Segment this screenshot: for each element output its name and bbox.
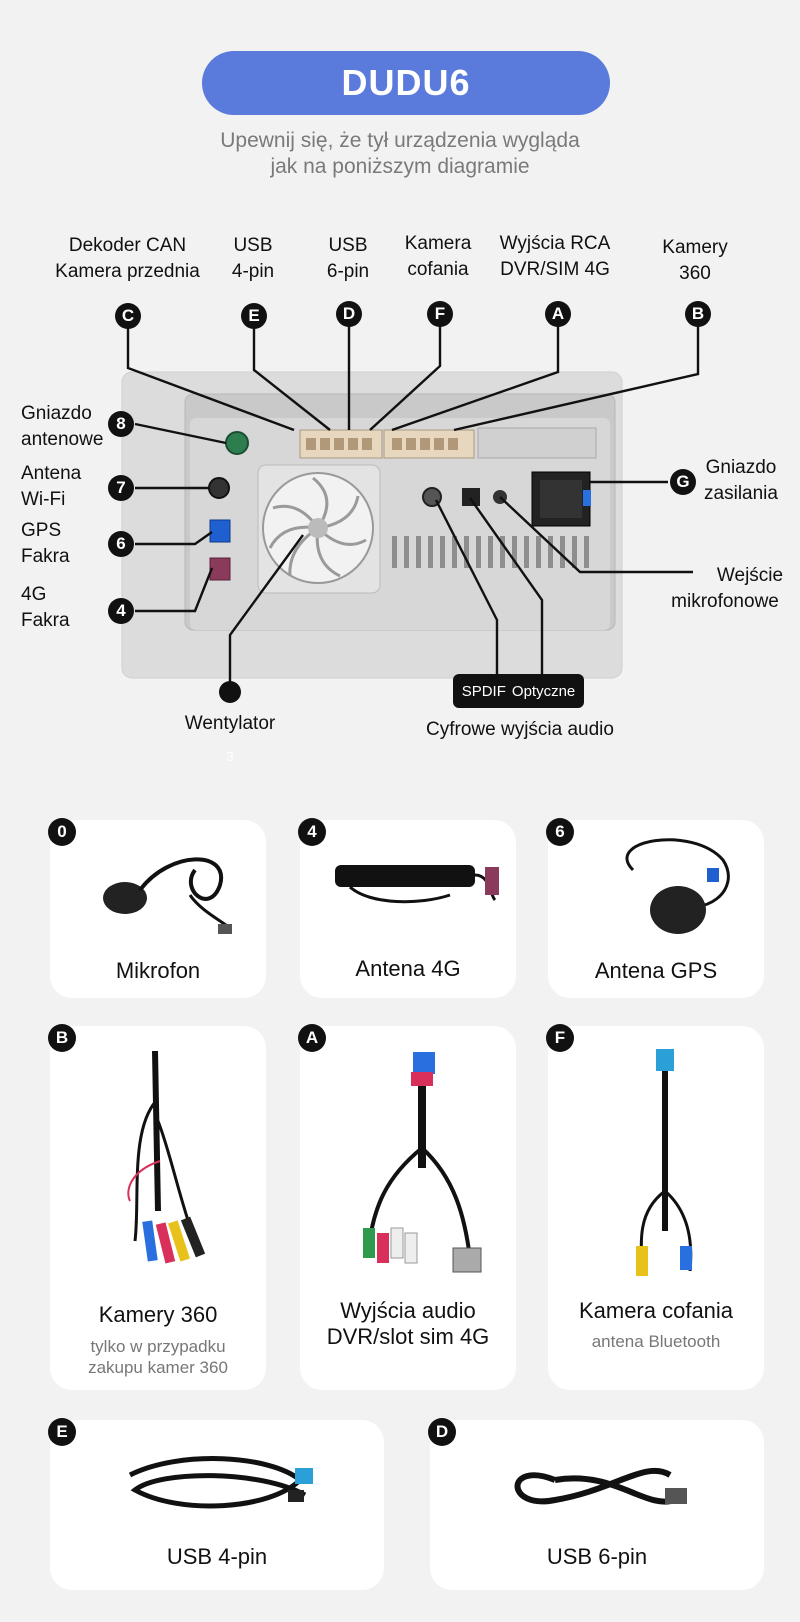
card-4g-antenna: 4 Antena 4G — [298, 818, 516, 998]
badge-b: B — [685, 301, 711, 327]
usb-4pin-cable-icon — [128, 1456, 313, 1509]
badge-g: G — [670, 469, 696, 495]
badge-f: F — [427, 301, 453, 327]
optical-label: Optyczne — [511, 682, 576, 700]
page-subtitle: Upewnij się, że tył urządzenia wygląda j… — [220, 129, 580, 178]
fan-number: 3 — [226, 749, 234, 764]
card-badge: 4 — [298, 818, 326, 846]
badge-8: 8 — [108, 411, 134, 437]
badge-d: D — [336, 301, 362, 327]
card-rear-camera: F Kamera cofania antena Bluetooth — [546, 1024, 764, 1390]
antenna-4g-icon — [335, 865, 499, 904]
card-usb-4pin: E USB 4-pin — [48, 1418, 384, 1590]
microphone-icon — [103, 857, 232, 934]
badge-c: C — [115, 303, 141, 329]
card-usb-6pin: D USB 6-pin — [428, 1418, 764, 1590]
card-microphone: 0 Mikrofon — [48, 818, 266, 998]
card-badge: F — [546, 1024, 574, 1052]
card-gps-antenna: 6 Antena GPS — [546, 818, 764, 998]
harness-360-icon — [127, 1050, 206, 1264]
label-fan: Wentylator — [184, 713, 276, 734]
card-badge: 6 — [546, 818, 574, 846]
card-badge: B — [48, 1024, 76, 1052]
card-badge: E — [48, 1418, 76, 1446]
page-title: DUDU6 — [202, 51, 610, 115]
rca-harness-icon — [363, 1052, 482, 1273]
badge-6: 6 — [108, 531, 134, 557]
card-audio-outputs: A Wyjścia audio DVR/slot sim 4G — [298, 1024, 516, 1390]
rear-camera-harness-icon — [636, 1049, 693, 1276]
badge-a: A — [545, 301, 571, 327]
badge-7: 7 — [108, 475, 134, 501]
badge-4: 4 — [108, 598, 134, 624]
card-cameras-360: B Kamery 360 tylko w przypadku zakupu ka… — [48, 1024, 266, 1390]
spdif-optical-box: SPDIF Optyczne — [453, 674, 584, 708]
card-badge: 0 — [48, 818, 76, 846]
card-badge: D — [428, 1418, 456, 1446]
label-digital-audio: Cyfrowe wyjścia audio — [426, 719, 614, 740]
gps-antenna-icon — [625, 838, 730, 934]
spdif-label: SPDIF — [461, 682, 506, 700]
card-badge: A — [298, 1024, 326, 1052]
usb-6pin-cable-icon — [514, 1467, 687, 1505]
badge-e: E — [241, 303, 267, 329]
device-back-panel — [121, 316, 700, 703]
